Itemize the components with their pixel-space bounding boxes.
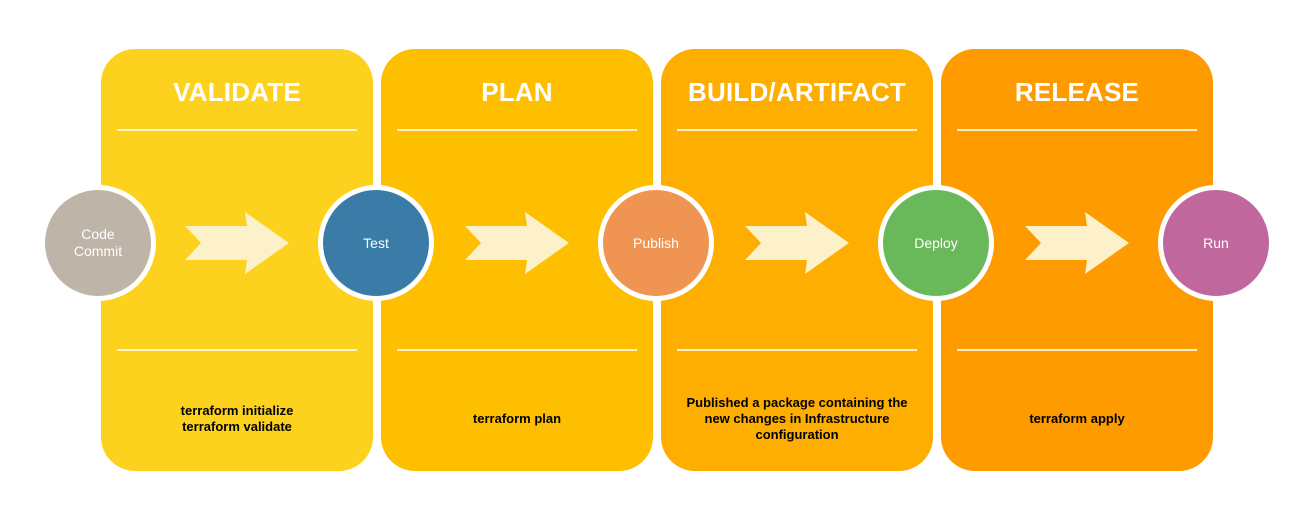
node-publish: Publish [598,185,714,301]
stage-divider-bottom [117,349,357,351]
node-deploy: Deploy [878,185,994,301]
stage-divider-bottom [677,349,917,351]
stage-description: terraform apply [1029,411,1125,426]
stage-description: terraform plan [472,411,562,426]
stage-divider-bottom [397,349,637,351]
node-run: Run [1158,185,1274,301]
stage-divider-top [677,129,917,131]
stage-divider-bottom [957,349,1197,351]
stage-divider-top [397,129,637,131]
stage-title: RELEASE [1014,77,1140,107]
stage-title: BUILD/ARTIFACT [688,77,906,107]
arrow-right-icon [745,212,849,274]
stage-title: VALIDATE [173,77,301,107]
stage-title: PLAN [481,77,553,107]
arrow-right-icon [465,212,569,274]
stage-divider-top [117,129,357,131]
arrow-right-icon [185,212,289,274]
node-test: Test [318,185,434,301]
stage-description: terraform initialize terraform validate [180,403,294,434]
node-code-commit: Code Commit [40,185,156,301]
stage-description: Published a package containing the new c… [686,395,908,442]
stage-divider-top [957,129,1197,131]
arrow-right-icon [1025,212,1129,274]
